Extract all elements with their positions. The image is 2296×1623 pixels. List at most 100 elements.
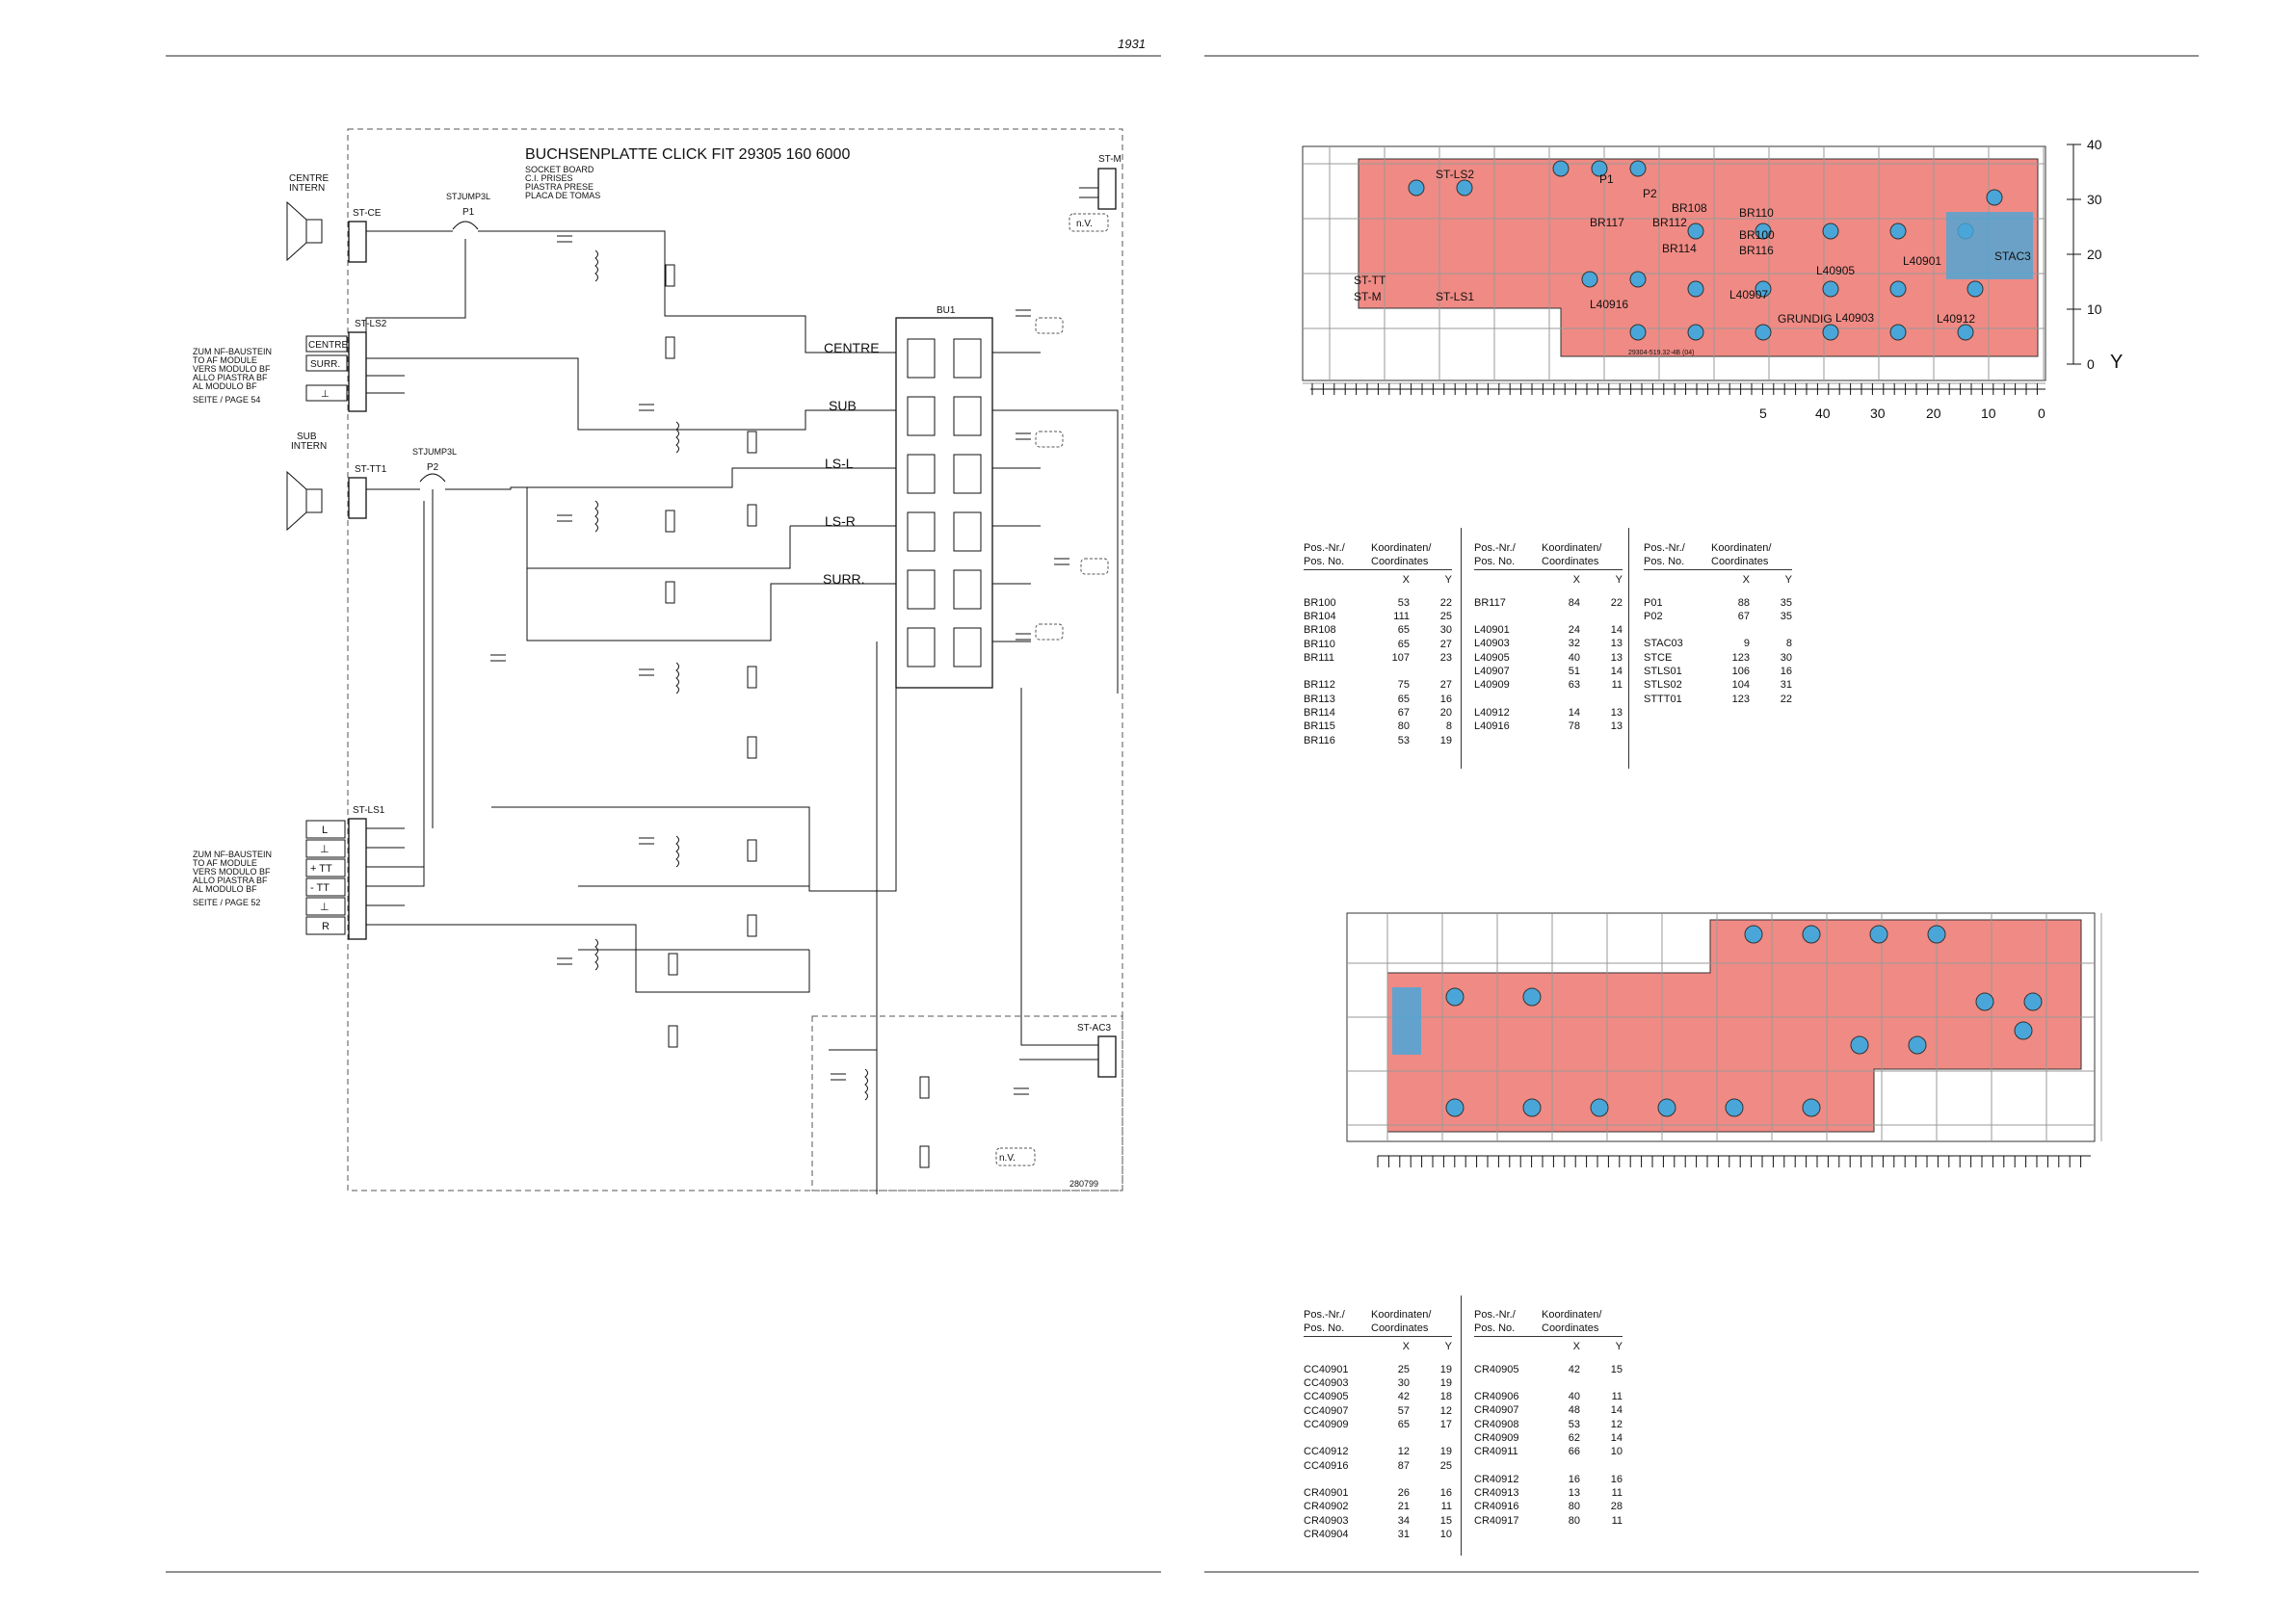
speaker-sub-icon: [286, 470, 323, 532]
jumper-p2-name: P2: [427, 462, 439, 473]
coord-y: 12: [1610, 1418, 1623, 1430]
table-header: Pos. No.Coordinates: [1644, 555, 1792, 570]
pcb-label: ST-TT: [1354, 274, 1386, 287]
coord-x: 80: [1397, 720, 1410, 733]
coord-x: 40: [1568, 651, 1580, 664]
pos-no: STTT01: [1644, 693, 1682, 705]
coord-y: 13: [1610, 706, 1623, 719]
coord-x: 75: [1397, 679, 1410, 692]
coord-x: 66: [1568, 1446, 1580, 1458]
ls1-box-tt-minus: - TT: [310, 882, 330, 894]
y-tick-label: 10: [2087, 301, 2102, 317]
pad: [1908, 1035, 1927, 1055]
pcb-label: L40907: [1729, 288, 1768, 301]
pos-no: CC40905: [1304, 1391, 1349, 1403]
coord-x: 51: [1568, 666, 1580, 678]
pos-no: BR110: [1304, 638, 1335, 650]
coord-x: 111: [1393, 611, 1410, 623]
pos-no: CR40904: [1304, 1528, 1349, 1540]
coordinate-table: Pos.-Nr./Koordinaten/Pos. No.Coordinates…: [1644, 541, 1792, 720]
note-top-3: VERS MODULO BF: [193, 364, 271, 374]
pcb-bottom-pads: [1392, 925, 2043, 1117]
coord-y: 27: [1439, 679, 1452, 692]
ls2-box-centre: CENTRE: [308, 340, 348, 351]
subtitle-4: PLACA DE TOMAS: [525, 191, 600, 200]
label-bu1: BU1: [937, 305, 956, 316]
pos-no: CR40913: [1474, 1486, 1519, 1499]
note-top-2: TO AF MODULE: [193, 355, 257, 365]
coord-y: 11: [1611, 1514, 1623, 1527]
pos-no: CC40909: [1304, 1419, 1349, 1431]
coord-y: 11: [1611, 679, 1623, 692]
coord-y: 10: [1610, 1446, 1623, 1458]
table-header: Pos.-Nr./Koordinaten/: [1474, 1309, 1602, 1321]
coord-y: 22: [1439, 596, 1452, 609]
coord-y: 16: [1780, 666, 1792, 678]
pad: [1456, 179, 1473, 196]
channel-centre: CENTRE: [824, 340, 880, 355]
note-bottom-3: VERS MODULO BF: [193, 867, 271, 877]
pos-no: L40912: [1474, 706, 1510, 719]
pcb-label: ST-LS1: [1436, 290, 1474, 303]
pad: [1629, 160, 1647, 177]
jumper-p1-type: STJUMP3L: [446, 192, 490, 201]
page-number: 1931: [1118, 37, 1146, 51]
pos-no: CR40906: [1474, 1391, 1519, 1403]
coord-x: 40: [1568, 1391, 1580, 1403]
coord-x: 25: [1397, 1363, 1410, 1375]
coord-x: 57: [1397, 1404, 1410, 1417]
coord-x: 104: [1731, 679, 1750, 692]
table-divider: [1628, 528, 1629, 769]
pad: [1590, 1098, 1609, 1117]
pos-no: CC40903: [1304, 1377, 1349, 1390]
pos-no: BR104: [1304, 611, 1336, 623]
coord-y: 16: [1610, 1473, 1623, 1485]
coord-x: 65: [1397, 638, 1410, 650]
coord-x: 106: [1731, 666, 1750, 678]
pos-no: CC40907: [1304, 1404, 1349, 1417]
pcb-label: BR108: [1672, 201, 1707, 215]
pad: [1822, 280, 1839, 298]
schematic-subtitles: SOCKET BOARD C.I. PRISES PIASTRA PRESE P…: [525, 165, 600, 200]
pad: [1744, 925, 1763, 944]
pad: [1687, 324, 1704, 341]
pcb-bottom: [1346, 912, 2102, 1167]
table-header: Pos. No.Coordinates: [1474, 1322, 1623, 1337]
pcb-label: L40916: [1590, 298, 1628, 311]
coord-x: 53: [1568, 1418, 1580, 1430]
coord-y: 25: [1439, 1459, 1452, 1472]
ls1-box-tt-plus: + TT: [310, 863, 332, 875]
table-header: Pos. No.Coordinates: [1304, 555, 1452, 570]
pad: [2023, 992, 2043, 1011]
pos-no: P01: [1644, 596, 1663, 609]
coord-y: 14: [1610, 666, 1623, 678]
pos-no: CR40912: [1474, 1473, 1519, 1485]
coord-y: 11: [1611, 1486, 1623, 1499]
note-top-1: ZUM NF-BAUSTEIN: [193, 347, 272, 356]
coord-y: 16: [1439, 693, 1452, 705]
coordinate-table: Pos.-Nr./Koordinaten/Pos. No.Coordinates…: [1474, 541, 1623, 746]
pad: [1957, 324, 1974, 341]
channel-ls-l: LS-L: [825, 456, 854, 471]
pad: [1927, 925, 1946, 944]
coord-y: 14: [1610, 1432, 1623, 1445]
